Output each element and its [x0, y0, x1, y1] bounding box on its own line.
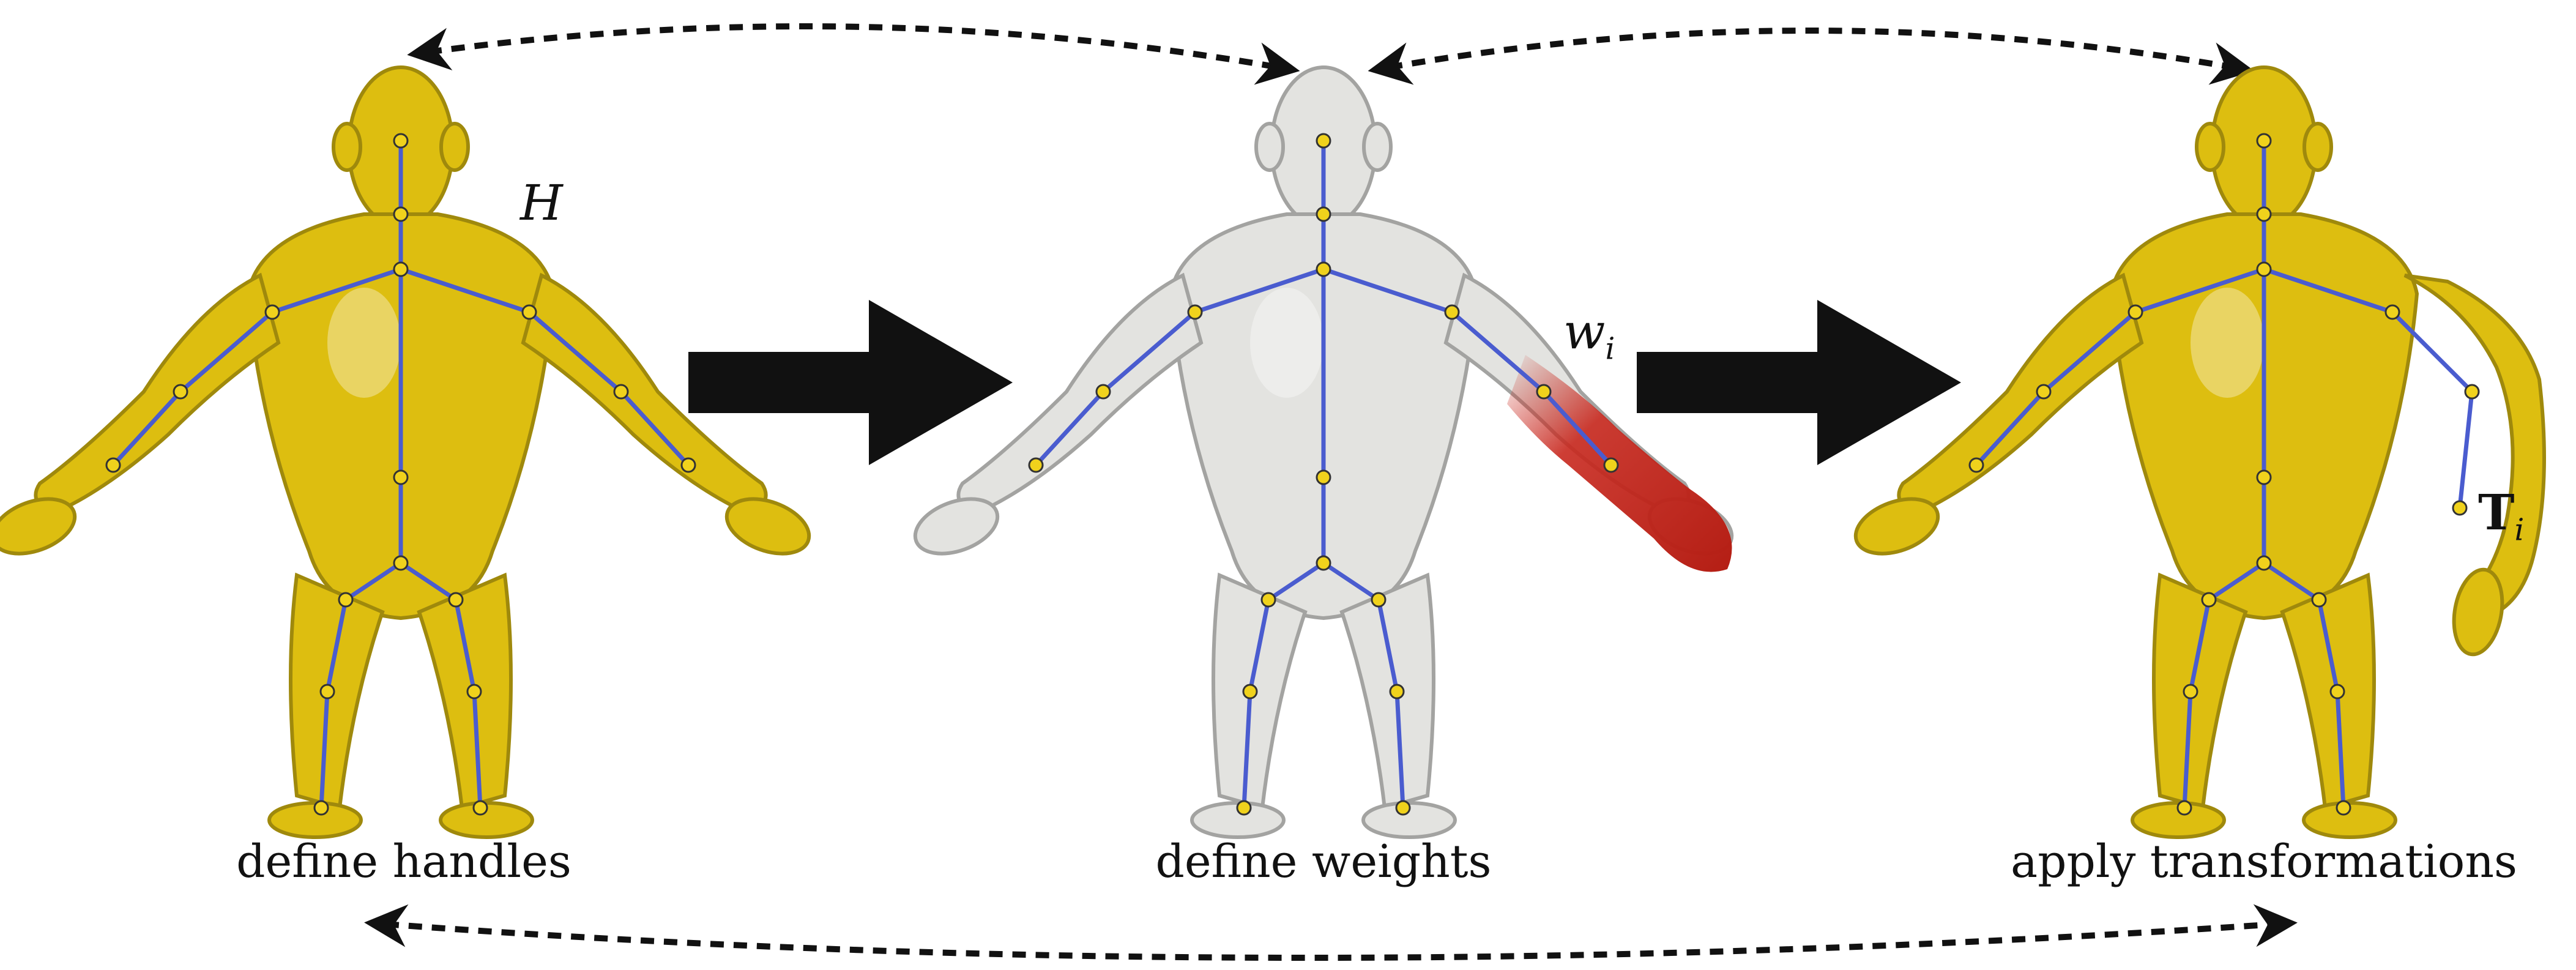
skeleton-joint	[394, 556, 408, 570]
skeleton-joint	[2129, 305, 2142, 319]
skeleton-joint	[394, 471, 408, 484]
left-arm	[35, 275, 278, 514]
left-leg	[2154, 575, 2246, 808]
skeleton-joint	[266, 305, 279, 319]
skeleton-joint	[1317, 471, 1330, 484]
caption-define-weights: define weights	[1155, 835, 1491, 888]
skeleton-joint	[474, 801, 487, 815]
skeleton-joint	[2202, 593, 2216, 606]
skeleton-joint	[1390, 685, 1404, 698]
character-apply-transformations	[1848, 67, 2544, 837]
feedback-arrow-top-left	[428, 26, 1279, 67]
skeleton-joint	[1029, 458, 1043, 472]
label-handles: H	[520, 174, 563, 231]
skeleton-joint	[394, 263, 408, 276]
skeleton-joint	[1317, 263, 1330, 276]
skeleton-joint	[1970, 458, 1983, 472]
step-arrow-1	[688, 300, 1013, 465]
skeleton-joint	[394, 207, 408, 221]
skeleton-joint	[321, 685, 334, 698]
skeleton-joint	[1188, 305, 1202, 319]
skeleton-joint	[174, 385, 187, 398]
skeleton-joint	[1372, 593, 1385, 606]
skeleton-joint	[1237, 801, 1251, 815]
character-define-handles	[0, 67, 816, 837]
skeleton-joint	[1317, 134, 1330, 147]
caption-define-handles: define handles	[236, 835, 571, 888]
left-leg	[1213, 575, 1305, 808]
step-arrow-2	[1637, 300, 1961, 465]
skeleton-joint	[2184, 685, 2197, 698]
skeleton-joint	[2257, 134, 2271, 147]
skeleton-joint	[2331, 685, 2344, 698]
feedback-arrow-bottom	[385, 924, 2276, 958]
skeleton-joint	[2257, 556, 2271, 570]
skeleton-joint	[2178, 801, 2191, 815]
skeleton-joint	[1604, 458, 1618, 472]
skeleton-bone	[2460, 392, 2472, 508]
character-define-weights	[908, 67, 1740, 837]
skeleton-joint	[614, 385, 628, 398]
skeleton-joint	[2386, 305, 2399, 319]
caption-apply-transformations: apply transformations	[2011, 835, 2517, 888]
skeleton-joint	[2453, 501, 2466, 515]
skeleton-joint	[1096, 385, 1110, 398]
right-leg	[2282, 575, 2374, 808]
skeleton-joint	[1243, 685, 1257, 698]
skeleton-joint	[2257, 263, 2271, 276]
skeleton-joint	[394, 134, 408, 147]
skeleton-joint	[2312, 593, 2326, 606]
right-leg	[1342, 575, 1434, 808]
label-weights: wi	[1563, 303, 1615, 366]
skeleton-joint	[1445, 305, 1459, 319]
right-arm	[2405, 275, 2544, 618]
skeleton-joint	[1537, 385, 1550, 398]
skeleton-joint	[106, 458, 120, 472]
skeleton-joint	[1262, 593, 1275, 606]
skeleton-joint	[682, 458, 695, 472]
skeleton-joint	[339, 593, 352, 606]
skeleton-joint	[449, 593, 463, 606]
skeleton-joint	[2037, 385, 2050, 398]
right-hand	[2448, 565, 2508, 658]
skeleton-joint	[2257, 471, 2271, 484]
skeleton-joint	[1317, 207, 1330, 221]
skeleton-joint	[1317, 556, 1330, 570]
left-arm	[958, 275, 1201, 514]
feedback-arrow-top-right	[1389, 31, 2233, 67]
label-transformations: Ti	[2478, 483, 2524, 547]
skeleton-joint	[467, 685, 481, 698]
skeleton-joint	[2465, 385, 2479, 398]
skeleton-joint	[2337, 801, 2350, 815]
skeleton-joint	[315, 801, 328, 815]
right-leg	[419, 575, 511, 808]
skeleton-joint	[2257, 207, 2271, 221]
left-leg	[291, 575, 382, 808]
skeleton-joint	[1396, 801, 1410, 815]
skeleton-joint	[523, 305, 536, 319]
